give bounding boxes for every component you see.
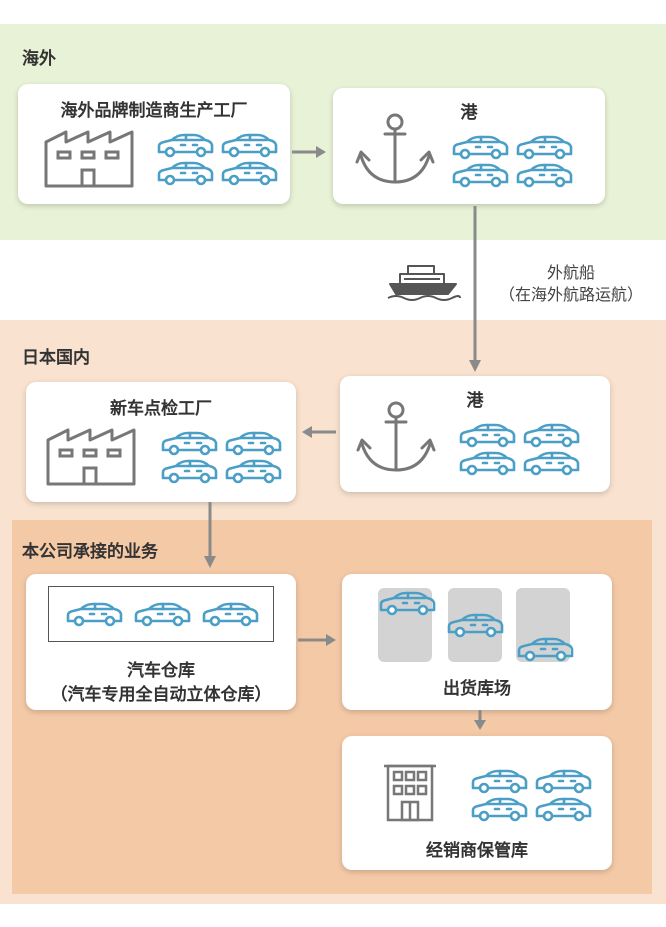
factory-icon (44, 130, 134, 188)
anchor-icon (356, 401, 436, 472)
warehouse-subtitle: （汽车专用全自动立体仓库） (50, 685, 272, 705)
building-icon (384, 764, 436, 822)
arrow-left (302, 426, 336, 438)
domestic-port-card: 港 (340, 376, 610, 492)
overseas-factory-title: 海外品牌制造商生产工厂 (60, 101, 248, 121)
inspection-factory-card: 新车点检工厂 (26, 382, 296, 502)
inspection-factory-title: 新车点检工厂 (110, 399, 212, 419)
domestic-port-title: 港 (466, 391, 484, 411)
arrow-down (474, 710, 486, 730)
shipping-yard-card: 出货库场 (342, 574, 612, 710)
arrow-down-ship (469, 206, 481, 372)
car-icon (379, 591, 436, 616)
overseas-port-title: 港 (460, 103, 478, 123)
car-icon-group (471, 769, 592, 822)
shipping-yard-title: 出货库场 (443, 679, 511, 699)
warehouse-card: 汽车仓库 （汽车专用全自动立体仓库） (26, 574, 296, 710)
ship-label-line2: （在海外航路运航） (498, 285, 643, 304)
car-icon (447, 613, 504, 638)
arrow-down (204, 502, 216, 568)
ship-label-line1: 外航船 (546, 263, 595, 282)
ship-label: 外航船 （在海外航路运航） (486, 262, 656, 306)
dealer-storage-title: 经销商保管库 (426, 841, 528, 861)
dealer-storage-card: 经销商保管库 (342, 736, 612, 870)
ship-icon (387, 265, 461, 301)
anchor-icon (355, 113, 435, 184)
domestic-region-title: 日本国内 (22, 348, 90, 368)
company-region-title: 本公司承接的业务 (22, 542, 158, 562)
overseas-factory-card: 海外品牌制造商生产工厂 (18, 84, 290, 204)
arrow-right (298, 634, 336, 646)
factory-icon (46, 428, 136, 486)
car-icon-group (157, 133, 278, 186)
car-icon (517, 637, 574, 662)
overseas-port-card: 港 (333, 88, 605, 204)
car-icon-group (452, 135, 573, 188)
car-icon-group (66, 602, 259, 627)
warehouse-rack (48, 586, 274, 642)
warehouse-title: 汽车仓库 (127, 661, 195, 681)
car-icon-group (459, 423, 580, 476)
arrow-right (292, 146, 326, 158)
car-icon-group (161, 431, 282, 484)
overseas-region-title: 海外 (22, 49, 56, 69)
